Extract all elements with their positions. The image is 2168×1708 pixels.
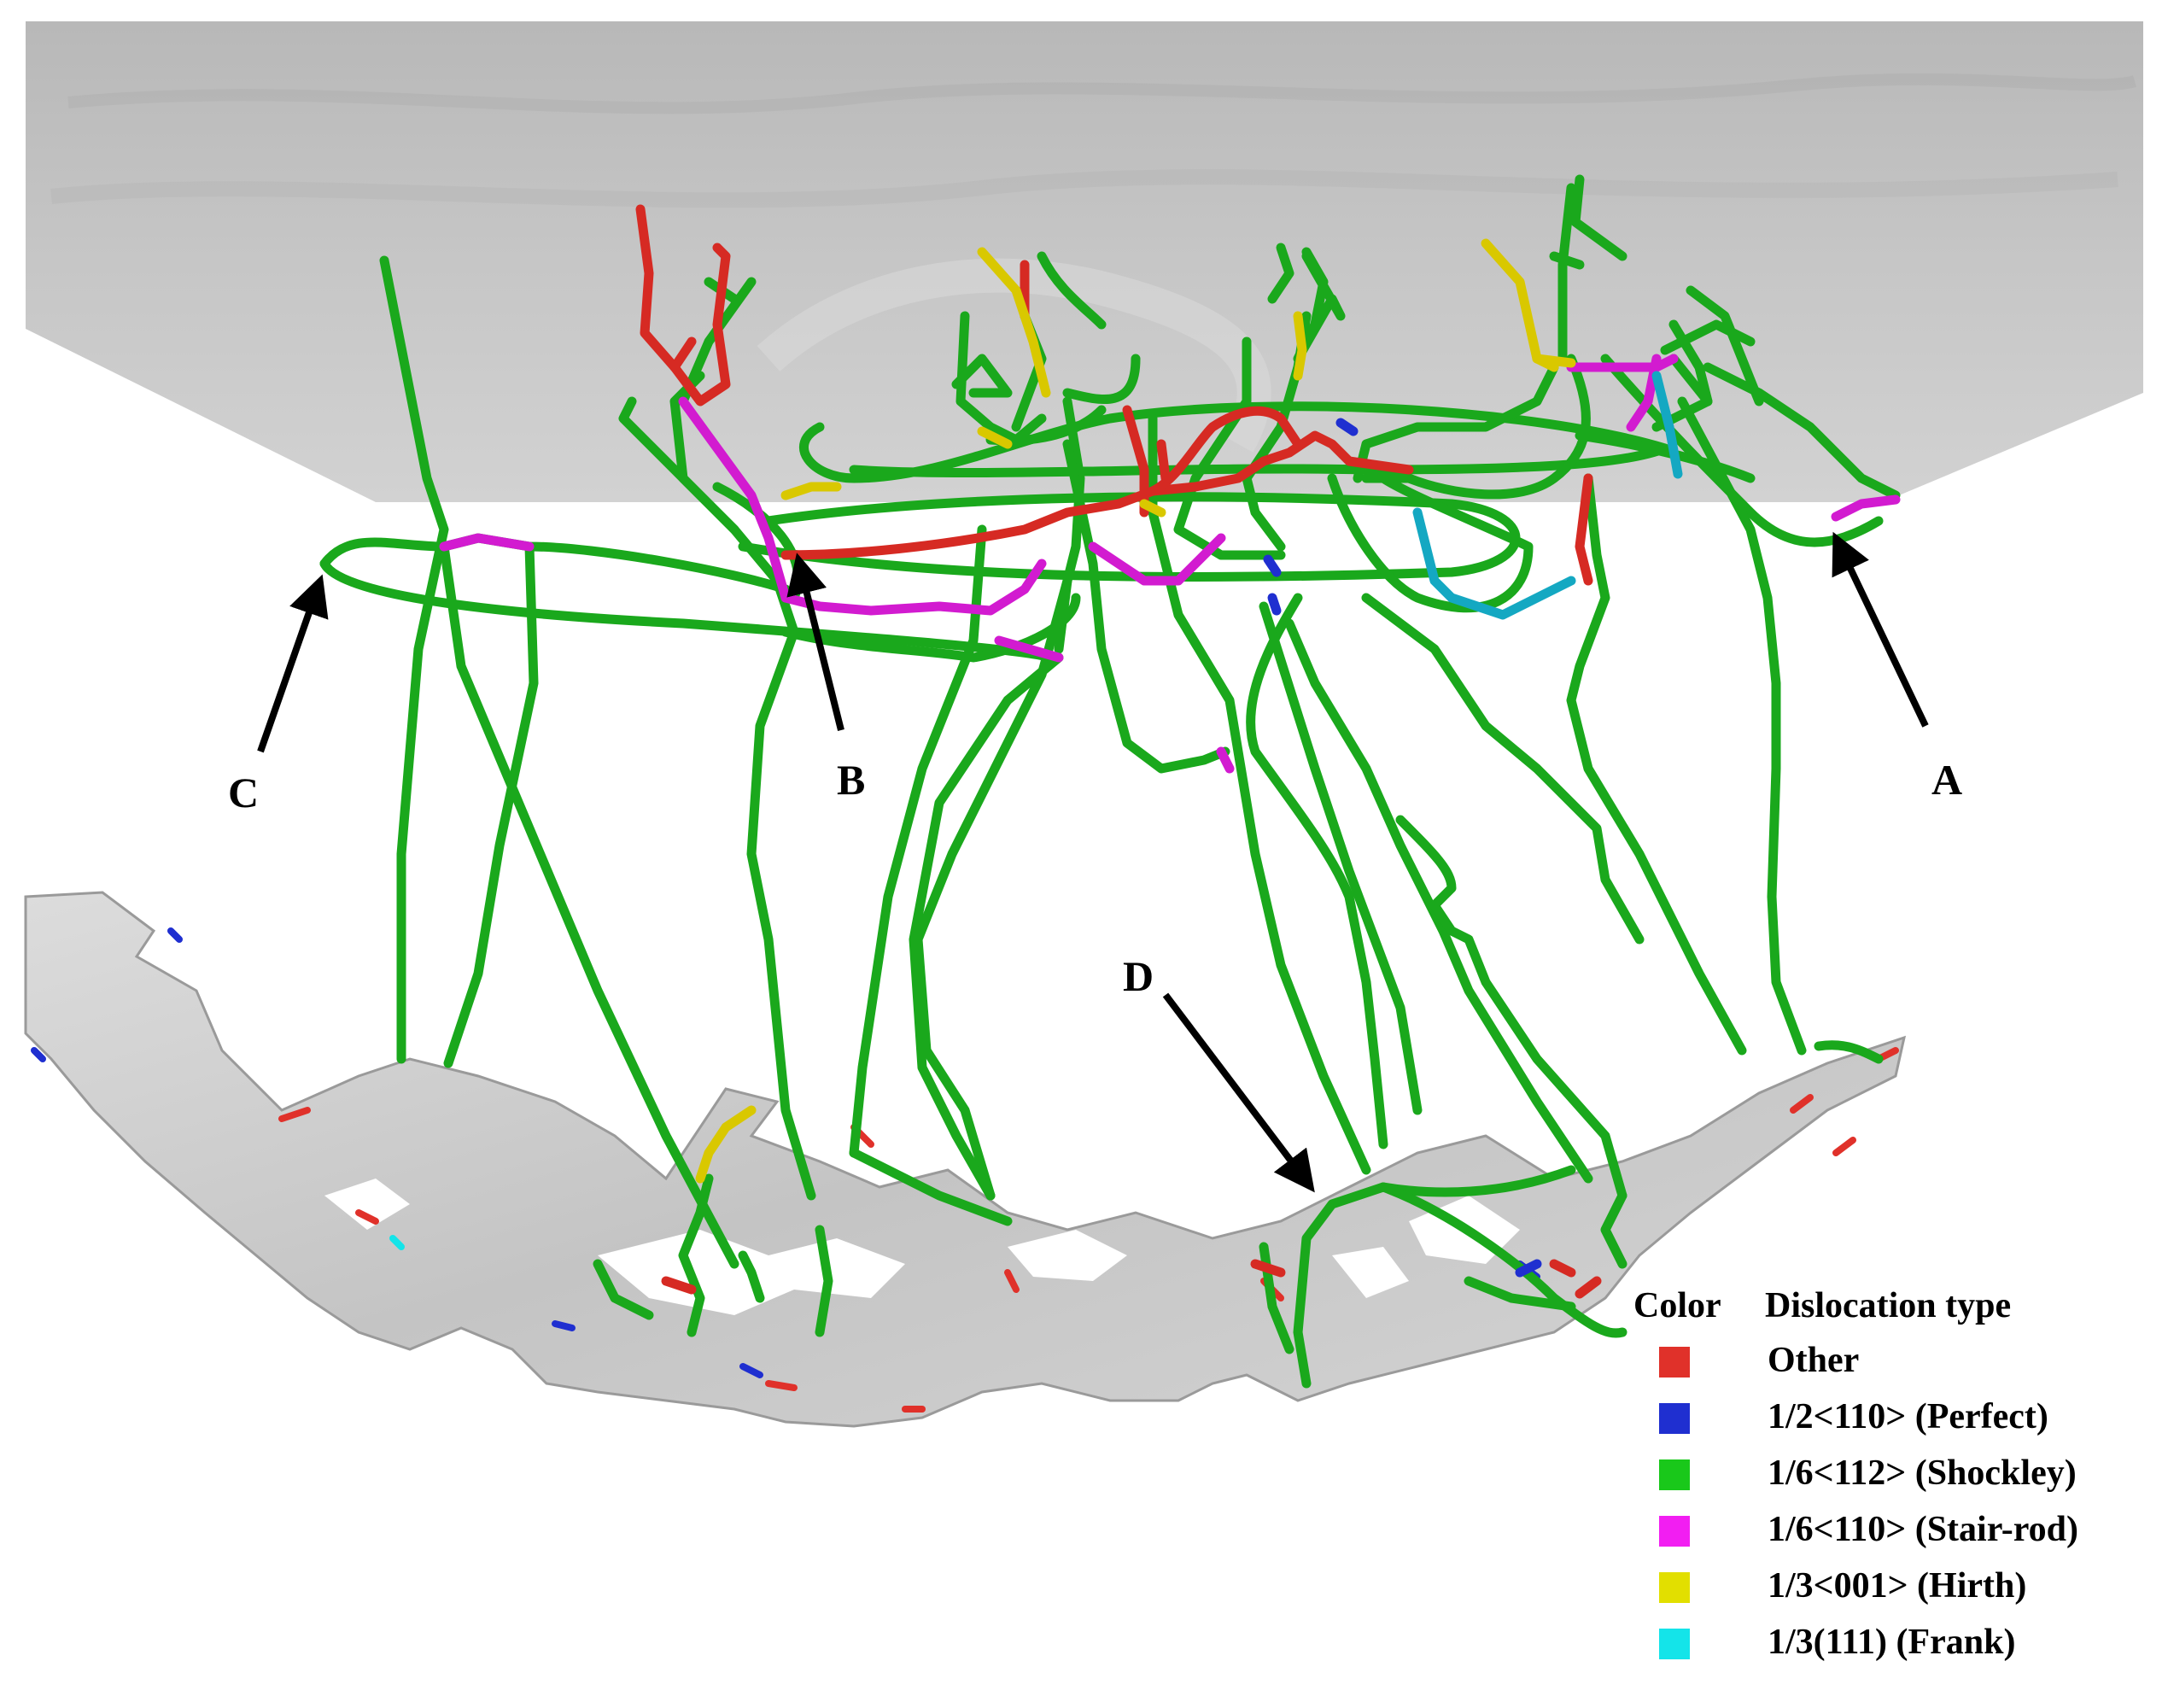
marker-arrow-c [257, 574, 329, 753]
marker-arrow-b [786, 553, 844, 731]
legend-header-type: Dislocation type [1765, 1286, 2012, 1325]
legend-item-label: 1/6<110> (Stair-rod) [1768, 1510, 2079, 1549]
legend-item-label: 1/6<112> (Shockley) [1768, 1454, 2077, 1493]
legend-header-color: Color [1633, 1286, 1721, 1325]
legend-item-label: Other [1768, 1341, 1860, 1380]
dislocation-lines [319, 174, 1901, 1389]
legend-swatch [1659, 1516, 1690, 1547]
top-surface-slab [26, 21, 2143, 502]
legend-item: 1/3(111) (Frank) [1627, 1620, 2156, 1668]
legend-item-label: 1/3(111) (Frank) [1768, 1623, 2016, 1662]
legend-swatch [1659, 1459, 1690, 1490]
legend-item-label: 1/3<001> (Hirth) [1768, 1566, 2027, 1606]
legend-swatch [1659, 1403, 1690, 1434]
legend-item: Other [1627, 1338, 2156, 1386]
legend-item: 1/6<112> (Shockley) [1627, 1451, 2156, 1499]
marker-arrow-d [1162, 992, 1315, 1193]
marker-arrow-a [1832, 531, 1929, 728]
legend-swatch [1659, 1347, 1690, 1378]
legend-item: 1/6<110> (Stair-rod) [1627, 1507, 2156, 1555]
frank-loops [1412, 371, 1683, 620]
other-dislocations [635, 204, 1602, 1299]
marker-label-b: B [837, 756, 865, 804]
marker-label-d: D [1123, 952, 1154, 1000]
legend-item-label: 1/2<110> (Perfect) [1768, 1397, 2048, 1436]
legend-item: 1/2<110> (Perfect) [1627, 1395, 2156, 1442]
marker-label-a: A [1931, 756, 1962, 804]
legend-item: 1/3<001> (Hirth) [1627, 1564, 2156, 1611]
perfect-dislocations [1263, 418, 1542, 1278]
marker-label-c: C [228, 769, 259, 816]
legend-swatch [1659, 1572, 1690, 1603]
legend-swatch [1659, 1629, 1690, 1659]
legend: Color Dislocation type Other 1/2<110> (P… [1627, 1285, 2156, 1695]
hirth-locks [695, 238, 1576, 1184]
